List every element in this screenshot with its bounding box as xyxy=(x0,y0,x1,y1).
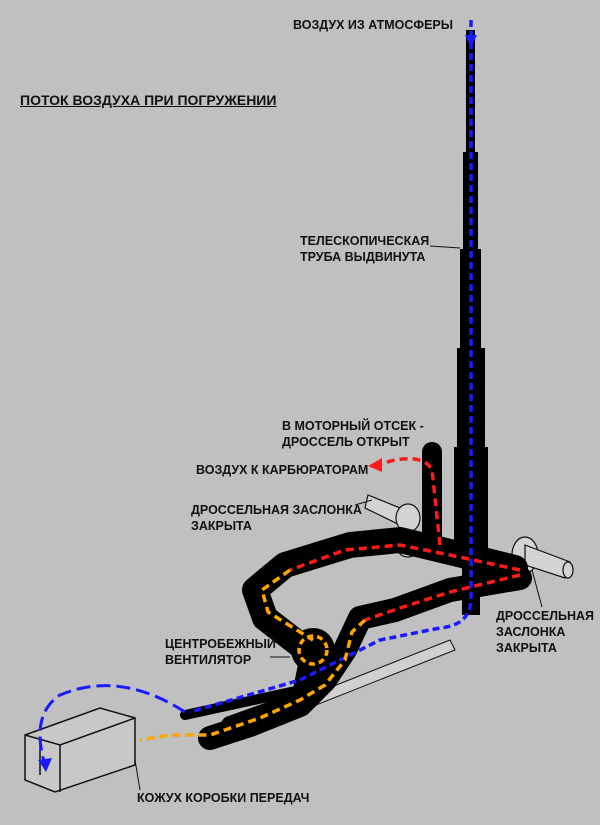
engine-flow xyxy=(374,457,442,546)
engine-arrow-icon xyxy=(368,458,382,472)
label-atmosphere: ВОЗДУХ ИЗ АТМОСФЕРЫ xyxy=(293,18,453,32)
label-valve-right-3: ЗАКРЫТА xyxy=(496,641,557,655)
fan-flow xyxy=(139,568,367,742)
label-pointers xyxy=(134,245,543,791)
carb-flow-lower xyxy=(364,573,521,622)
label-gearbox: КОЖУХ КОРОБКИ ПЕРЕДАЧ xyxy=(137,791,310,805)
gearbox-flow xyxy=(38,684,186,766)
label-fan-2: ВЕНТИЛЯТОР xyxy=(165,653,252,667)
label-telescope-2: ТРУБА ВЫДВИНУТА xyxy=(300,250,426,264)
label-telescope-1: ТЕЛЕСКОПИЧЕСКАЯ xyxy=(300,234,430,248)
carb-flow xyxy=(289,543,521,572)
gearbox-arrow-icon xyxy=(38,758,52,772)
atmosphere-flow xyxy=(189,20,473,714)
label-valve-left-1: ДРОССЕЛЬНАЯ ЗАСЛОНКА xyxy=(191,503,362,517)
label-engine-1: В МОТОРНЫЙ ОТСЕК - xyxy=(282,419,424,433)
label-fan-1: ЦЕНТРОБЕЖНЫЙ xyxy=(165,637,276,651)
page-title: ПОТОК ВОЗДУХА ПРИ ПОГРУЖЕНИИ xyxy=(20,92,277,108)
fan-flow-ring xyxy=(297,634,329,666)
gearbox-cover xyxy=(24,707,136,793)
label-valve-right-2: ЗАСЛОНКА xyxy=(496,625,566,639)
atmosphere-arrow-icon xyxy=(465,35,477,47)
label-valve-right-1: ДРОССЕЛЬНАЯ xyxy=(496,609,594,623)
label-carburetors: ВОЗДУХ К КАРБЮРАТОРАМ xyxy=(196,463,369,477)
label-engine-2: ДРОССЕЛЬ ОТКРЫТ xyxy=(282,435,410,449)
label-valve-left-2: ЗАКРЫТА xyxy=(191,519,252,533)
